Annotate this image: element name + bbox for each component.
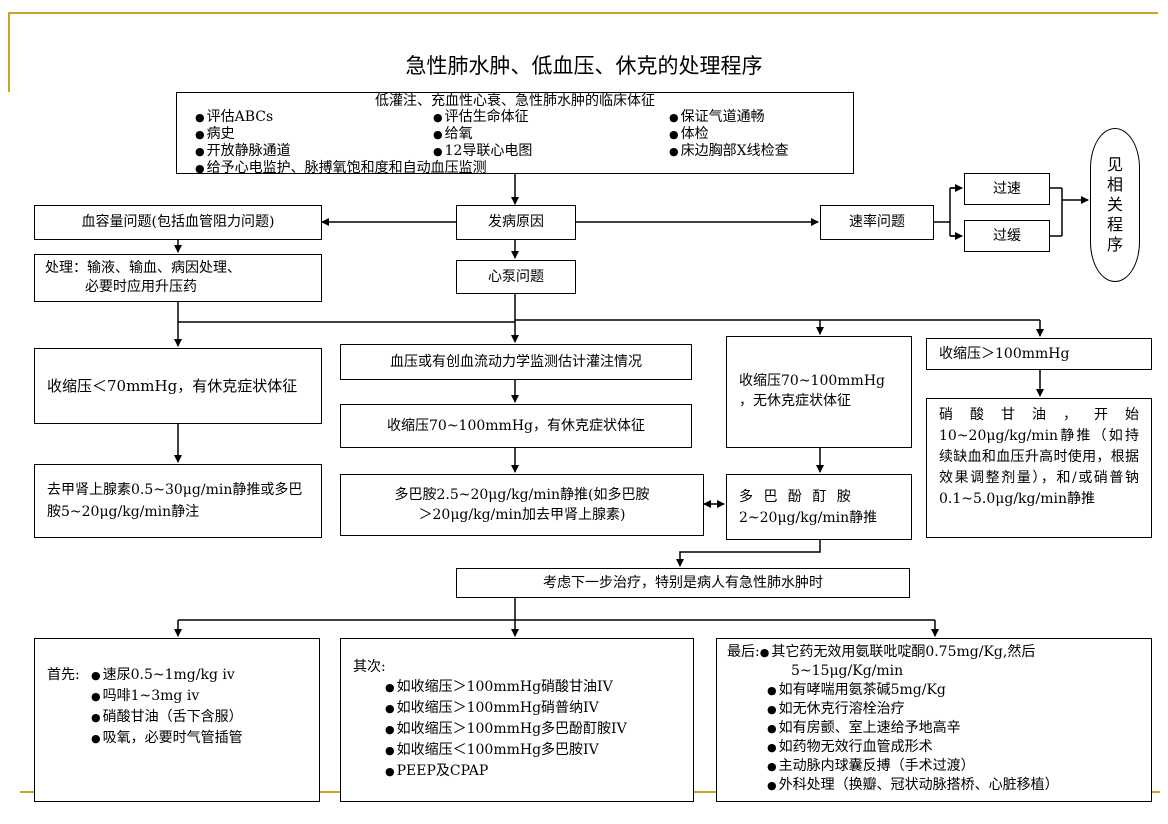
last-item: 如有房颤、室上速给予地高辛 (767, 719, 1141, 738)
last-label: 最后: (727, 644, 760, 660)
bp-monitor-box: 血压或有创血流动力学监测估计灌注情况 (340, 344, 692, 380)
volume-treatment-box: 处理：输液、输血、病因处理、 必要时应用升压药 (34, 254, 322, 302)
assessment-item: 病史 (195, 126, 433, 143)
first-label: 首先: (47, 667, 80, 683)
second-item: 如收缩压＞100mmHg硝普纳IV (385, 698, 681, 719)
dopamine-line: ＞20μg/kg/min加去甲肾上腺素) (418, 507, 626, 523)
volume-problem-box: 血容量问题(包括血管阻力问题) (34, 205, 322, 240)
assessment-item: 体检 (669, 126, 789, 143)
second-item: 如收缩压＞100mmHg硝酸甘油IV (385, 677, 681, 698)
see-related-char: 序 (1106, 235, 1123, 254)
sbp-70-100-noshock-box: 收缩压70~100mmHg ，无休克症状体征 (726, 336, 912, 448)
dobutamine-box: 多 巴 酚 酊 胺 2~20μg/kg/min静推 (726, 474, 912, 540)
noshock-line: ，无休克症状体征 (739, 393, 851, 409)
dobutamine-line: 多 巴 酚 酊 胺 (739, 489, 851, 505)
second-item: 如收缩压＜100mmHg多巴胺IV (385, 740, 681, 761)
last-item: 主动脉内球囊反搏（手术过渡） (767, 757, 1141, 776)
left-rule (8, 12, 10, 92)
see-related-procedure: 见 相 关 程 序 (1090, 128, 1140, 282)
volume-treatment-line: 必要时应用升压药 (85, 279, 197, 295)
assessment-item: 保证气道通畅 (669, 109, 789, 126)
last-item: 如有哮喘用氨茶碱5mg/Kg (767, 681, 1141, 700)
see-related-char: 程 (1106, 215, 1123, 234)
brady-box: 过缓 (964, 220, 1050, 252)
first-item: 吗啡1~3mg iv (91, 686, 243, 707)
assessment-item: 给予心电监护、脉搏氧饱和度和自动血压监测 (195, 160, 853, 177)
second-item: PEEP及CPAP (385, 761, 681, 782)
pump-problem-box: 心泵问题 (456, 260, 576, 294)
last-item: 外科处理（换瓣、冠状动脉搭桥、心脏移植） (767, 776, 1141, 795)
cause-box: 发病原因 (456, 205, 576, 240)
see-related-char: 见 (1106, 155, 1123, 174)
next-step-box: 考虑下一步治疗，特别是病人有急性肺水肿时 (456, 568, 910, 598)
see-related-char: 相 (1106, 175, 1123, 194)
first-treatment-box: 首先: 速尿0.5~1mg/kg iv 吗啡1~3mg iv 硝酸甘油（舌下含服… (34, 638, 320, 802)
see-related-char: 关 (1106, 195, 1123, 214)
dopamine-box: 多巴胺2.5~20μg/kg/min静推(如多巴胺 ＞20μg/kg/min加去… (340, 474, 704, 536)
rate-problem-box: 速率问题 (820, 205, 934, 240)
assessment-item: 给氧 (433, 126, 669, 143)
assessment-item: 开放静脉通道 (195, 143, 433, 160)
first-item: 速尿0.5~1mg/kg iv (91, 665, 243, 686)
volume-treatment-line: 处理：输液、输血、病因处理、 (45, 260, 241, 276)
assessment-box: 低灌注、充血性心衰、急性肺水肿的临床体征 评估ABCs 病史 开放静脉通道 评估… (176, 92, 854, 177)
assessment-item: 评估ABCs (195, 109, 433, 126)
tachy-box: 过速 (964, 173, 1050, 205)
ntg-text: 硝酸甘油，开始10~20μg/kg/min静推（如持续缺血和血压升高时使用，根据… (939, 407, 1139, 486)
first-item: 吸氧，必要时气管插管 (91, 728, 243, 749)
second-label: 其次: (353, 659, 386, 675)
assessment-columns: 评估ABCs 病史 开放静脉通道 评估生命体征 给氧 12导联心电图 保证气道通… (195, 109, 853, 160)
sbp-gt100-box: 收缩压＞100mmHg (926, 338, 1152, 370)
ntg-text-last: 0.1~5.0μg/kg/min静推 (939, 491, 1095, 507)
assessment-item: 12导联心电图 (433, 143, 669, 160)
assessment-item: 评估生命体征 (433, 109, 669, 126)
noshock-line: 收缩压70~100mmHg (739, 373, 885, 389)
second-item: 如收缩压＞100mmHg多巴酚酊胺IV (385, 719, 681, 740)
norepinephrine-box: 去甲肾上腺素0.5~30μg/min静推或多巴胺5~20μg/kg/min静注 (34, 464, 322, 538)
page-title: 急性肺水肿、低血压、休克的处理程序 (405, 54, 763, 78)
ntg-box: 硝酸甘油，开始10~20μg/kg/min静推（如持续缺血和血压升高时使用，根据… (926, 398, 1152, 538)
dobutamine-line: 2~20μg/kg/min静推 (739, 510, 878, 526)
dopamine-line: 多巴胺2.5~20μg/kg/min静推(如多巴胺 (394, 487, 650, 503)
assessment-item: 床边胸部X线检查 (669, 143, 789, 160)
second-treatment-box: 其次: 如收缩压＞100mmHg硝酸甘油IV 如收缩压＞100mmHg硝普纳IV… (340, 638, 694, 802)
last-item-continued: 5~15μg/Kg/min (791, 663, 904, 679)
last-item: 如无休克行溶栓治疗 (767, 700, 1141, 719)
last-treatment-box: 最后: 其它药无效用氨联吡啶酮0.75mg/Kg,然后 5~15μg/Kg/mi… (716, 638, 1152, 802)
sbp-lt70-box: 收缩压＜70mmHg，有休克症状体征 (34, 348, 322, 424)
last-item: 如药物无效行血管成形术 (767, 738, 1141, 757)
last-item: 其它药无效用氨联吡啶酮0.75mg/Kg,然后 (760, 643, 1035, 662)
top-rule (8, 12, 1158, 14)
first-item: 硝酸甘油（舌下含服） (91, 707, 243, 728)
assessment-header: 低灌注、充血性心衰、急性肺水肿的临床体征 (375, 93, 655, 109)
sbp-70-100-shock-box: 收缩压70~100mmHg，有休克症状体征 (340, 404, 692, 448)
